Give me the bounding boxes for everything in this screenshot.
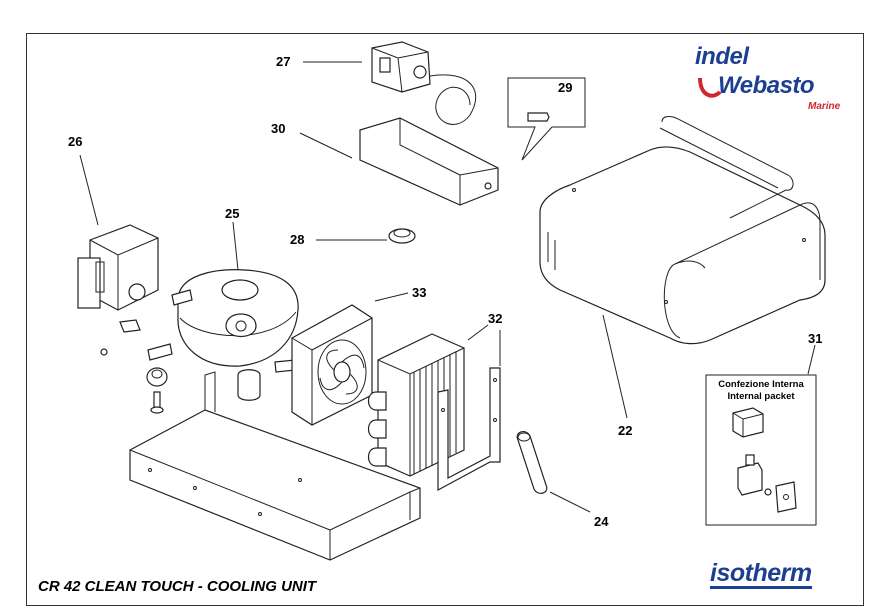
leader-32 [467,324,501,366]
part-24-drier [516,431,548,494]
callout-33: 33 [412,285,426,300]
drawing-title: CR 42 CLEAN TOUCH - COOLING UNIT [38,578,317,595]
base-plate [129,371,421,561]
leader-24 [549,491,591,513]
leader-33 [374,292,409,302]
leader-26 [79,154,99,226]
callout-22: 22 [618,423,632,438]
logo-indel: indel [695,43,749,70]
part-33-fan [291,304,373,426]
part-27-thermostat [371,41,477,125]
callout-27: 27 [276,54,290,69]
logo-marine: Marine [808,101,841,112]
leader-30 [299,132,353,159]
part-25-compressor [171,269,299,401]
leader-25 [232,221,239,271]
logo-isotherm: isotherm [710,559,812,589]
logo-webasto: Webasto [718,72,815,99]
leader-22 [602,314,628,419]
callout-25: 25 [225,206,239,221]
internal-packet-label-it: Confezione Interna [718,379,804,390]
webasto-logo-swoosh-icon [698,77,722,98]
callout-28: 28 [290,232,304,247]
callout-30: 30 [271,121,285,136]
leader-31 [807,344,816,375]
internal-packet-label-en: Internal packet [727,391,795,402]
callout-24: 24 [594,514,609,529]
drawing-frame [26,33,864,606]
part-28-grommet [388,228,416,244]
part-26-electronic-unit [77,224,159,311]
callout-31: 31 [808,331,822,346]
part-22-cover [539,116,826,345]
part-31-internal-packet [705,374,817,526]
callout-26: 26 [68,134,82,149]
part-32-condenser [367,333,501,492]
callout-32: 32 [488,311,502,326]
internal-packet-label: Confezione Interna Internal packet [706,379,816,403]
callout-29: 29 [558,80,572,95]
small-hardware [100,319,173,414]
part-29-detail-box [507,77,586,161]
part-30-bracket [359,117,499,206]
